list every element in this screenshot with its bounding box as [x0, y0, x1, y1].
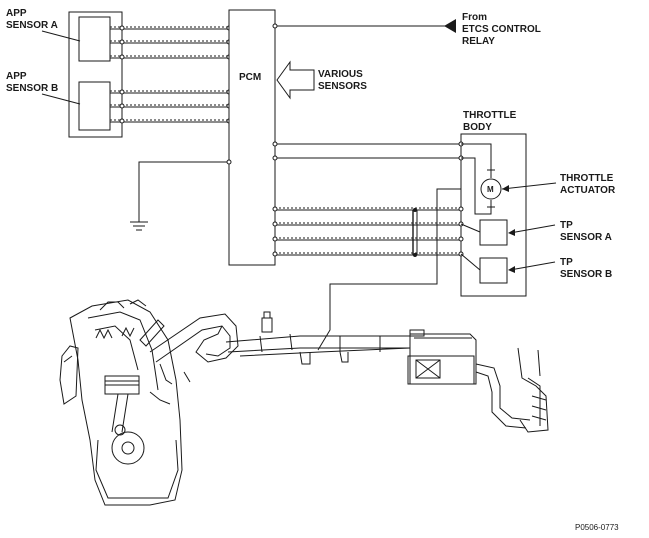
throttle-actuator: M: [480, 168, 502, 210]
intake-manifold-illustration: [149, 311, 549, 433]
app-sensor-a-label-line2: SENSOR A: [6, 20, 58, 31]
pcm-to-throttle-wires: [272, 141, 492, 271]
ground-connection: [130, 161, 229, 231]
app-sensor-a-label-line1: APP: [6, 8, 27, 19]
pcm-label: PCM: [239, 72, 261, 83]
throttle-body-label-line1: THROTTLE: [463, 110, 517, 121]
tp-sensor-a-label-line2: SENSOR A: [560, 232, 612, 243]
various-sensors-label-line2: SENSORS: [318, 81, 367, 92]
app-to-pcm-wires: [110, 25, 232, 124]
etcs-relay-label-line1: From: [462, 12, 487, 23]
tp-sensor-b-leader: [509, 261, 556, 271]
tp-sensor-a-label-line1: TP: [560, 220, 573, 231]
app-sensor-a-box: [78, 16, 111, 62]
throttle-body-label-line2: BODY: [463, 122, 492, 133]
various-sensors-label-line1: VARIOUS: [318, 69, 363, 80]
app-sensor-b-label-line1: APP: [6, 71, 27, 82]
etcs-relay-arrow-icon: [444, 19, 456, 33]
app-sensor-b-box: [78, 81, 111, 131]
tp-sensor-a-leader: [509, 224, 556, 234]
throttle-actuator-leader: [501, 182, 557, 190]
throttle-actuator-label-line1: THROTTLE: [560, 173, 614, 184]
motor-icon: [480, 178, 502, 200]
app-sensor-b-leader: [41, 93, 81, 105]
etcs-relay-label-line3: RELAY: [462, 36, 495, 47]
app-sensor-b-label-line2: SENSOR B: [6, 83, 58, 94]
tp-sensor-b-label-line2: SENSOR B: [560, 269, 612, 280]
motor-symbol: M: [487, 185, 494, 194]
tp-sensor-b-box: [479, 257, 508, 284]
app-sensor-a-leader: [41, 30, 81, 42]
tp-sensor-a-box: [479, 219, 508, 246]
tp-sensor-b-label-line1: TP: [560, 257, 573, 268]
engine-illustration: [59, 299, 183, 506]
figure-id: P0506-0773: [575, 523, 619, 532]
app-sensor-assembly: [68, 11, 123, 138]
etcs-relay-wire: [272, 19, 456, 33]
throttle-actuator-label-line2: ACTUATOR: [560, 185, 616, 196]
throttle-to-intake-link: [317, 188, 461, 351]
various-sensors-arrow-icon: [276, 60, 315, 100]
etcs-relay-label-line2: ETCS CONTROL: [462, 24, 541, 35]
pcm-box: [228, 9, 276, 266]
